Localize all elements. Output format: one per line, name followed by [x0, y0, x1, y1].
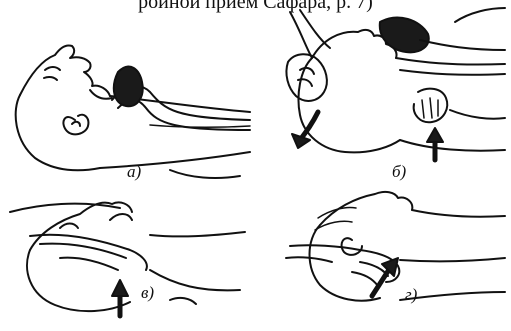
panel-g-drawing [286, 192, 505, 301]
panel-g-label: г) [405, 286, 417, 304]
panel-b-label: б) [392, 163, 406, 181]
panel-v-drawing [10, 202, 245, 316]
panel-a-drawing [16, 45, 250, 178]
panel-b-drawing [286, 8, 505, 160]
panel-v-label: в) [141, 284, 154, 302]
panel-a-label: а) [127, 163, 141, 181]
